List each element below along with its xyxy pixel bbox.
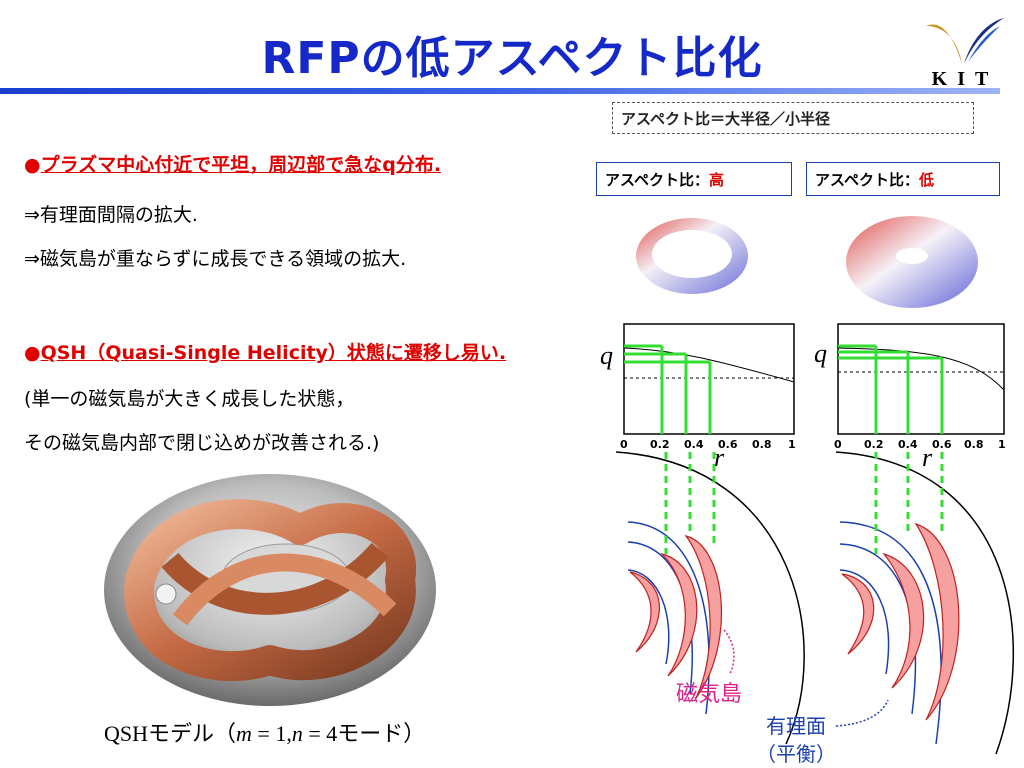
aspect-definition-box: アスペクト比＝大半径／小半径	[612, 102, 974, 134]
aspect-high-box: アスペクト比：高	[596, 162, 792, 196]
model-caption: QSHモデル（m = 1,n = 4モード）	[104, 716, 425, 748]
x-tick: 0.2	[650, 438, 670, 451]
aspect-low-prefix: アスペクト比：	[815, 171, 919, 189]
title-underline	[0, 88, 1000, 94]
x-tick: 0	[834, 438, 842, 451]
r-axis-label: r	[714, 443, 725, 470]
rational-surface-line1: 有理面	[766, 714, 826, 738]
caption-m: m	[236, 721, 252, 746]
x-tick: 0	[620, 438, 628, 451]
qsh-model-illustration	[104, 474, 436, 706]
bullet1-marker: ●	[24, 154, 41, 176]
x-tick: 0.8	[752, 438, 772, 451]
bullet2-heading-row: ●QSH（Quasi-Single Helicity）状態に遷移し易い.	[24, 338, 506, 365]
bullet1-heading: プラズマ中心付近で平坦，周辺部で急なq分布.	[40, 154, 442, 176]
caption-prefix: QSHモデル（	[104, 721, 237, 746]
q-profile-plot-high: q 0 0.2 0.4 0.6 0.8 1 r	[600, 323, 796, 470]
high-aspect-torus-image	[636, 218, 748, 294]
magnetic-island-label: 磁気島	[676, 682, 743, 707]
r-axis-label: r	[922, 443, 933, 470]
x-tick: 1	[788, 438, 796, 451]
aspect-high-value: 高	[708, 171, 724, 189]
bullet2-marker: ●	[24, 342, 41, 364]
bullet1-line2: ⇒磁気島が重ならずに成長できる領域の拡大.	[24, 248, 407, 270]
bullet1-heading-row: ●プラズマ中心付近で平坦，周辺部で急なq分布.	[24, 150, 441, 177]
caption-eq1: = 1,	[251, 721, 292, 746]
x-tick: 0.4	[684, 438, 704, 451]
x-tick: 0.6	[718, 438, 738, 451]
x-tick: 1	[998, 438, 1006, 451]
caption-eq2: = 4	[302, 721, 338, 746]
q-profile-plot-low: q 0 0.2 0.4 0.6 0.8 1 r	[814, 323, 1006, 470]
kit-logo: KIT	[918, 12, 1012, 90]
logo-mark-icon	[926, 18, 1004, 64]
caption-suffix: モード）	[337, 721, 426, 746]
low-aspect-torus-image	[846, 216, 978, 308]
bullet2-line2: その磁気島内部で閉じ込めが改善される.)	[24, 432, 380, 454]
q-axis-label: q	[814, 339, 827, 368]
logo-text: KIT	[931, 68, 999, 90]
bullet2-line1: (単一の磁気島が大きく成長した状態，	[24, 388, 355, 410]
aspect-high-prefix: アスペクト比：	[605, 171, 709, 189]
aspect-low-box: アスペクト比：低	[806, 162, 1000, 196]
x-tick: 0.4	[898, 438, 918, 451]
rational-surface-line2: （平衡）	[756, 742, 836, 766]
x-tick: 0.6	[932, 438, 952, 451]
rational-surface-label: 有理面 （平衡）	[756, 712, 836, 768]
q-axis-label: q	[600, 341, 613, 370]
magnetic-island-cross-section	[615, 451, 1015, 755]
x-tick: 0.8	[964, 438, 984, 451]
bullet1-line1: ⇒有理面間隔の拡大.	[24, 204, 198, 226]
bullet2-heading: QSH（Quasi-Single Helicity）状態に遷移し易い.	[40, 342, 507, 364]
x-tick: 0.2	[864, 438, 884, 451]
caption-n: n	[291, 721, 303, 746]
aspect-low-value: 低	[918, 171, 934, 189]
page-title: RFPの低アスペクト比化	[261, 33, 763, 84]
